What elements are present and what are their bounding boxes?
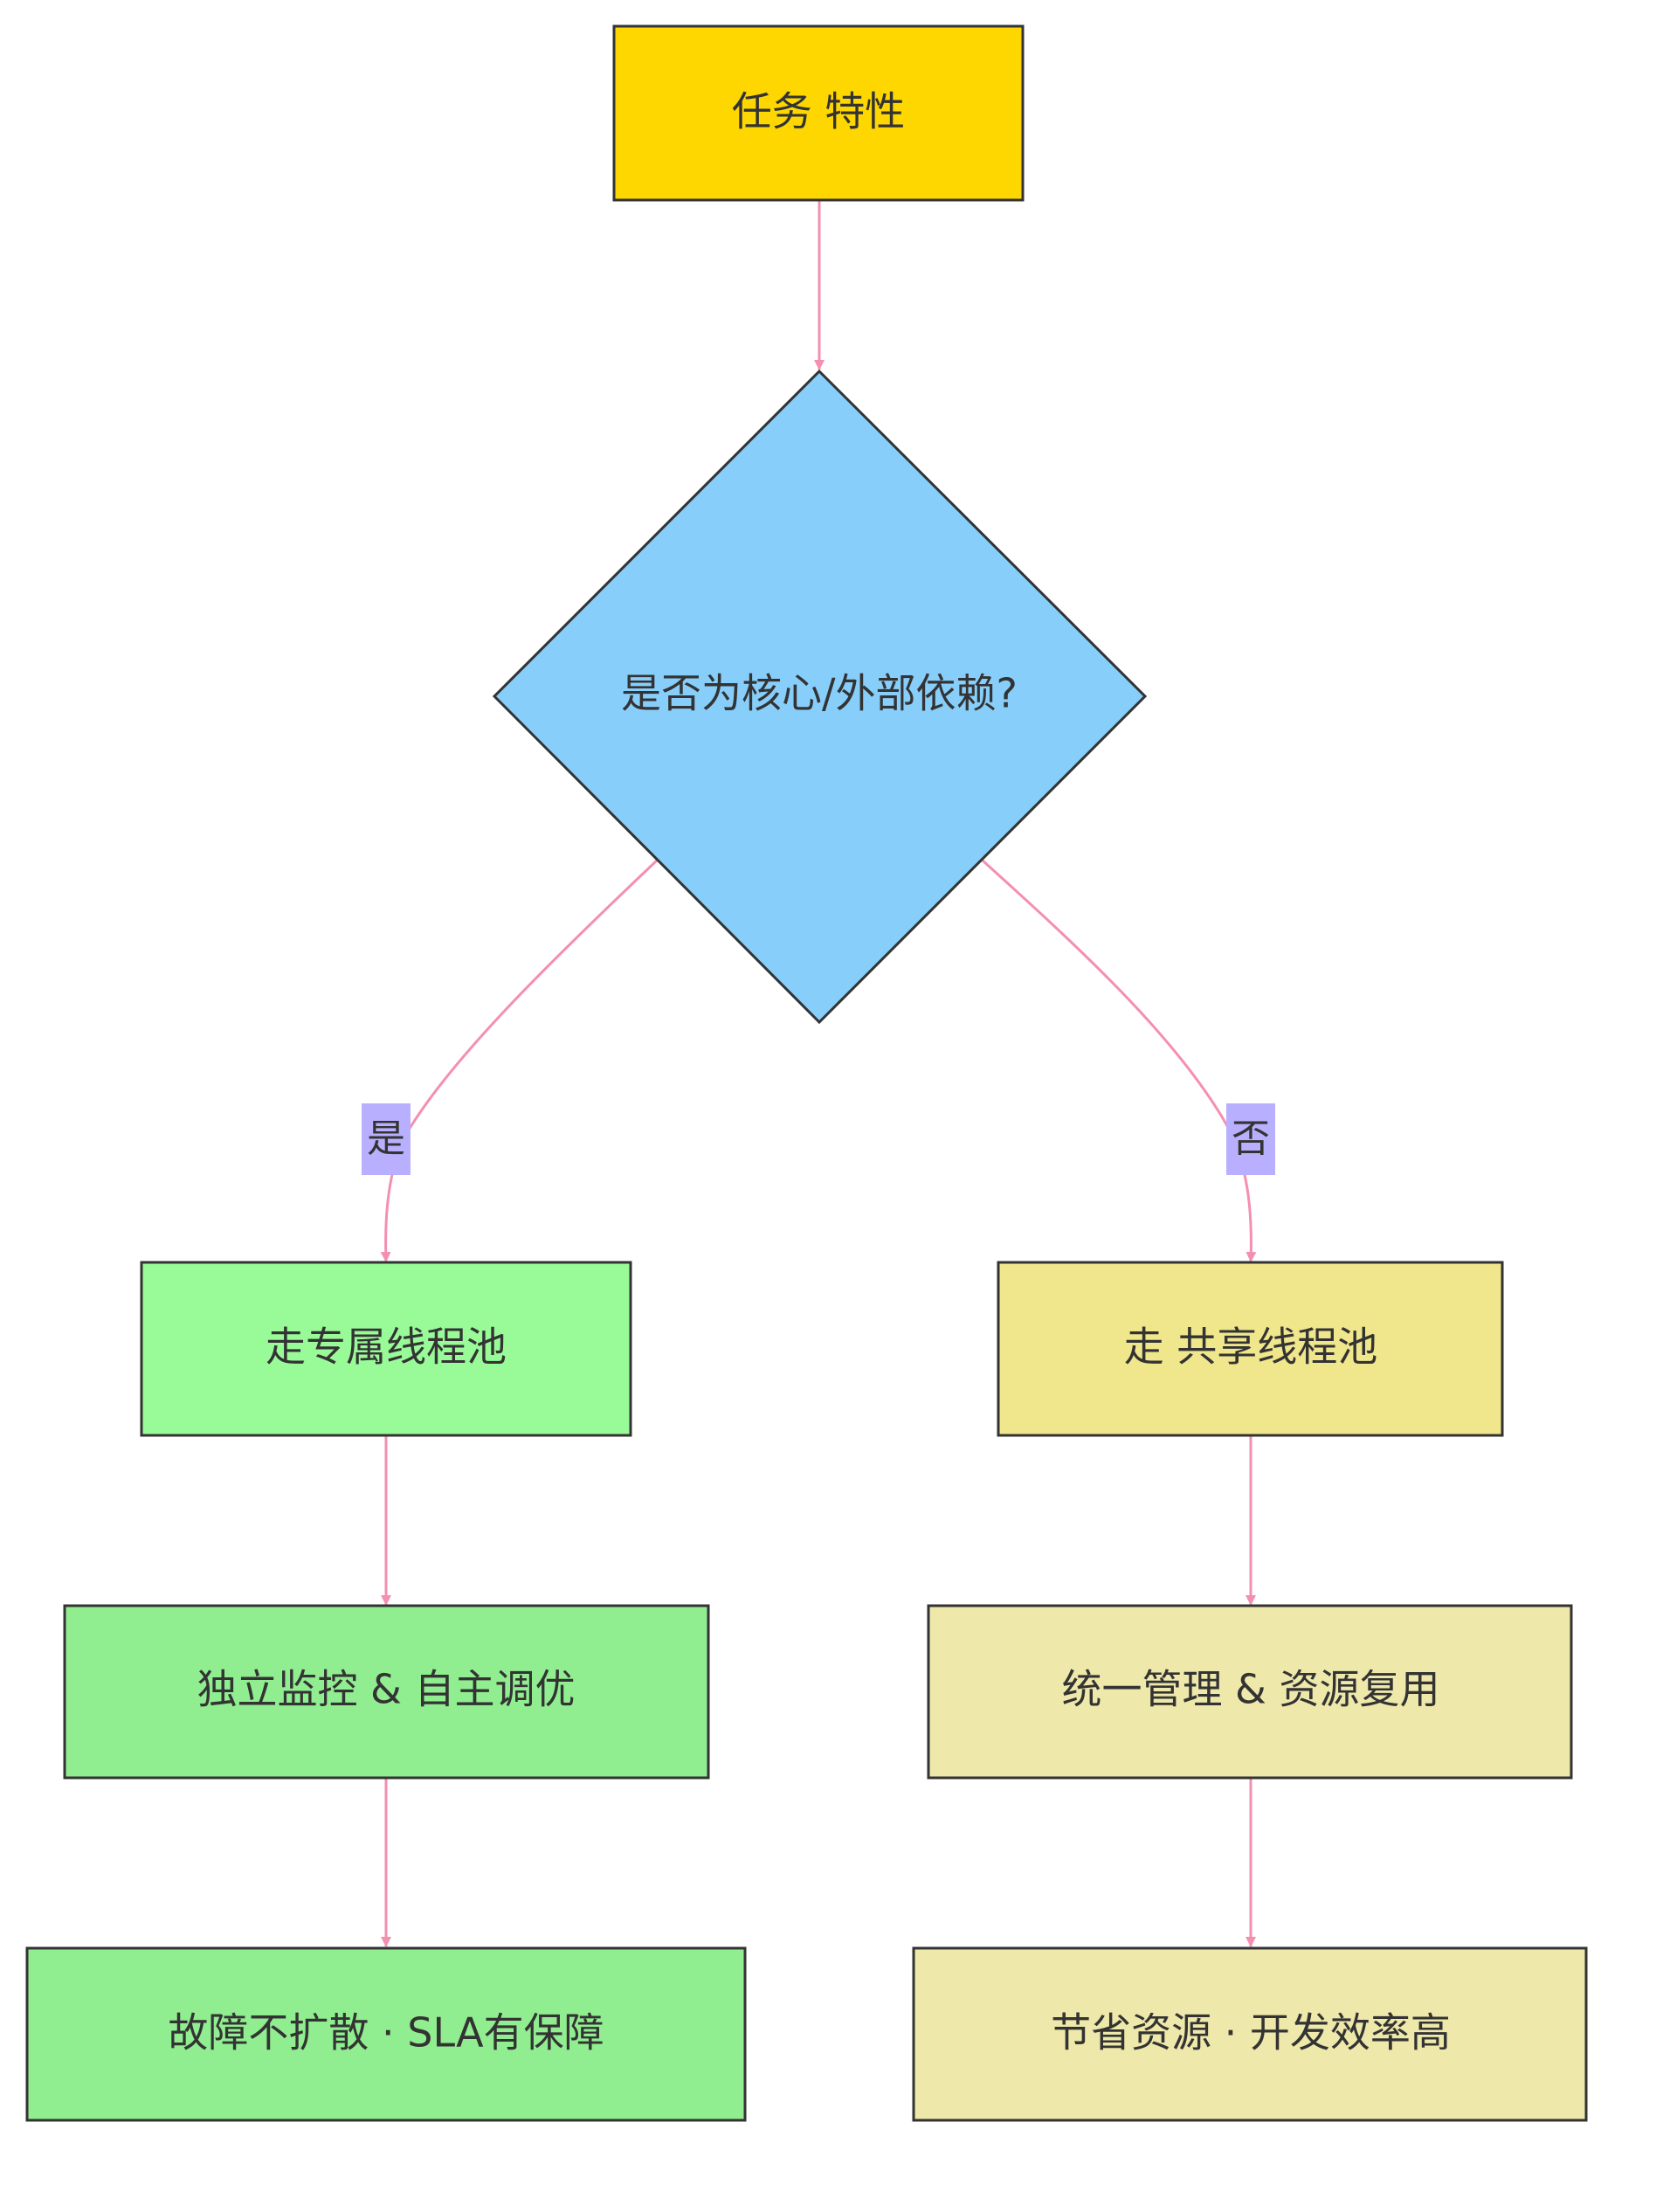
node-yes-fault-isolation: 故障不扩散 · SLA有保障 — [25, 1946, 747, 2122]
node-no-resource-saving-box — [912, 1946, 1588, 2122]
node-no-unified-management-label: 统一管理 & 资源复用 — [1061, 1666, 1439, 1713]
node-start: 任务 特性 — [612, 24, 1025, 202]
node-yes-dedicated-pool-box — [140, 1261, 632, 1437]
edges — [380, 201, 1257, 1947]
node-decision-diamond — [492, 369, 1148, 1025]
edge-label-no-text: 否 — [1232, 1116, 1270, 1161]
edge-label-no-bg — [1226, 1103, 1275, 1175]
edge-label-yes-bg — [362, 1103, 411, 1175]
node-yes-fault-isolation-label: 故障不扩散 · SLA有保障 — [168, 2009, 604, 2056]
node-decision: 是否为核心/外部依赖? — [492, 369, 1148, 1025]
edge-label-yes-text: 是 — [367, 1116, 405, 1161]
node-start-label: 任务 特性 — [732, 88, 906, 135]
node-no-unified-management-box — [927, 1604, 1573, 1780]
node-no-shared-pool-label: 走 共享线程池 — [1124, 1324, 1378, 1371]
edge-label-yes: 是 — [362, 1103, 411, 1175]
node-yes-fault-isolation-box — [25, 1946, 747, 2122]
edge-label-no: 否 — [1226, 1103, 1275, 1175]
node-yes-independent-monitoring: 独立监控 & 自主调优 — [63, 1604, 710, 1780]
node-yes-dedicated-pool-label: 走专属线程池 — [266, 1324, 507, 1371]
node-yes-independent-monitoring-label: 独立监控 & 自主调优 — [197, 1666, 575, 1713]
node-no-resource-saving-label: 节省资源 · 开发效率高 — [1051, 2009, 1451, 2056]
edge-decision-to-yes — [380, 859, 659, 1262]
edge-decision-to-no — [981, 859, 1257, 1262]
node-decision-label: 是否为核心/外部依赖? — [621, 670, 1018, 717]
node-yes-independent-monitoring-box — [63, 1604, 710, 1780]
node-no-unified-management: 统一管理 & 资源复用 — [927, 1604, 1573, 1780]
node-start-box — [612, 24, 1025, 202]
node-no-shared-pool: 走 共享线程池 — [997, 1261, 1504, 1437]
node-yes-dedicated-pool: 走专属线程池 — [140, 1261, 632, 1437]
node-no-shared-pool-box — [997, 1261, 1504, 1437]
node-no-resource-saving: 节省资源 · 开发效率高 — [912, 1946, 1588, 2122]
